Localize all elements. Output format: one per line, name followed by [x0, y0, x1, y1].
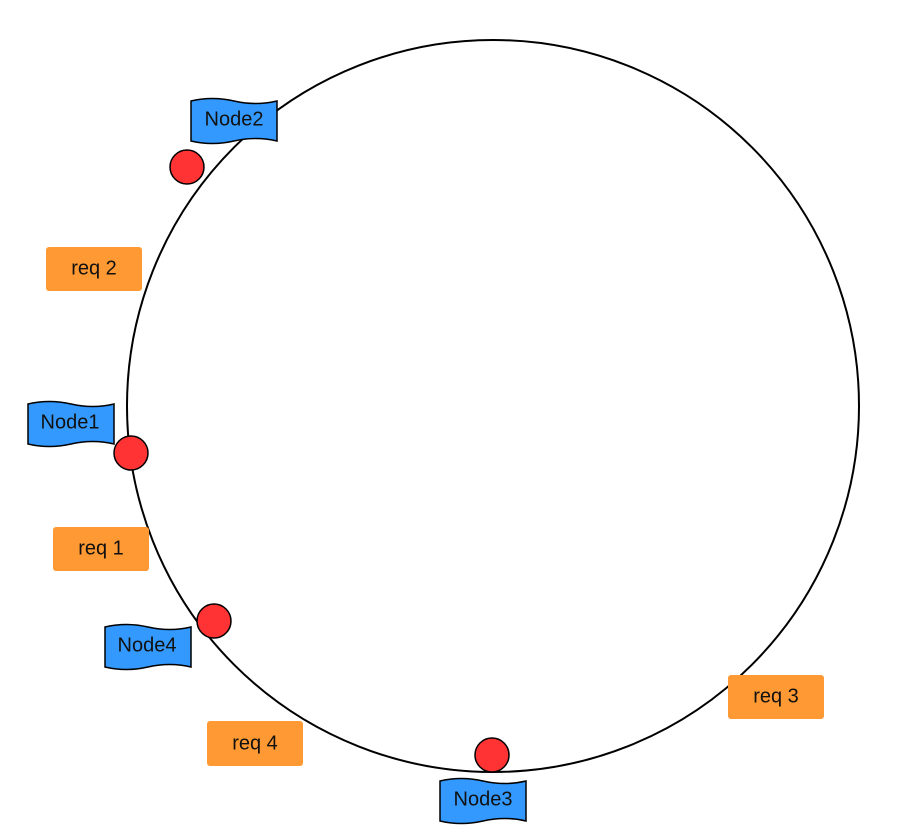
- req1-box: [53, 527, 149, 571]
- node3-marker: [474, 737, 510, 773]
- node1-flag: [27, 400, 115, 448]
- node2-marker: [169, 149, 205, 185]
- node-node3: Node3: [439, 737, 527, 825]
- node-node2: Node2: [169, 97, 278, 185]
- node2-label: Node2: [205, 108, 264, 130]
- node1-label: Node1: [41, 411, 100, 433]
- req3-box: [728, 675, 824, 719]
- node4-label: Node4: [118, 634, 177, 656]
- req1-label: req 1: [78, 537, 124, 559]
- req2-label: req 2: [71, 257, 117, 279]
- req3-label: req 3: [753, 685, 799, 707]
- node4-flag: [104, 623, 192, 671]
- node2-flag: [190, 97, 278, 145]
- node3-flag: [439, 777, 527, 825]
- node1-marker: [113, 435, 149, 471]
- request-req1: req 1: [53, 527, 149, 571]
- req4-box: [207, 721, 303, 766]
- request-req2: req 2: [46, 247, 142, 291]
- request-req4: req 4: [207, 721, 303, 766]
- hash-ring: [126, 39, 860, 773]
- node4-marker: [196, 603, 232, 639]
- request-req3: req 3: [728, 675, 824, 719]
- node-node4: Node4: [104, 603, 232, 671]
- req2-box: [46, 247, 142, 291]
- node-node1: Node1: [27, 400, 149, 471]
- node3-label: Node3: [454, 788, 513, 810]
- req4-label: req 4: [232, 732, 278, 754]
